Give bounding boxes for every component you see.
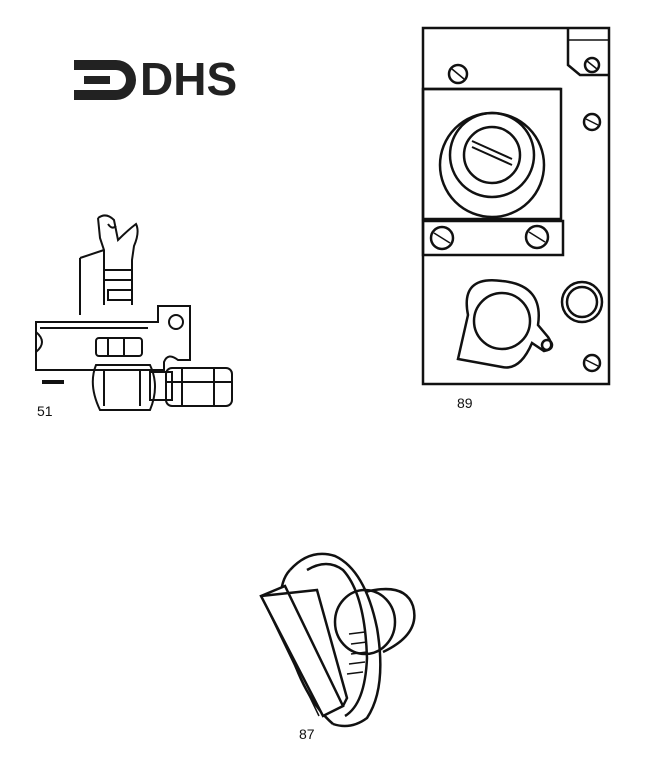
part-87-illustration [255,548,425,728]
part-89-illustration [420,25,612,387]
dhs-logo-mark [74,60,136,100]
part-number-87: 87 [299,726,315,742]
part-number-51: 51 [37,403,53,419]
part-51-illustration [28,210,243,425]
part-number-89: 89 [457,395,473,411]
logo-text: DHS [140,53,238,105]
